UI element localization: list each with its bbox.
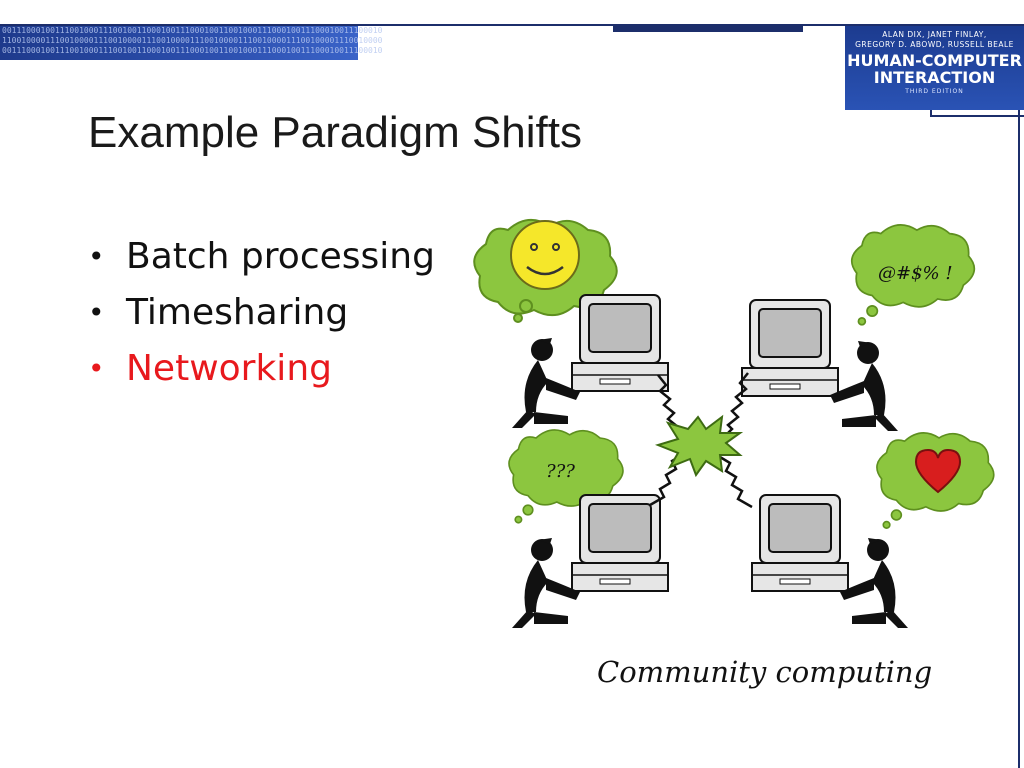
book-title: HUMAN-COMPUTER INTERACTION <box>845 52 1024 86</box>
computer <box>751 494 849 592</box>
bubble-text-confused: ??? <box>546 461 575 482</box>
bullet-item-active: • Networking <box>88 340 435 396</box>
bullet-dot-icon: • <box>88 295 105 329</box>
heart-icon <box>914 448 962 494</box>
book-logo: ALAN DIX, JANET FINLAY, GREGORY D. ABOWD… <box>845 26 1024 110</box>
header-rule <box>0 24 1024 26</box>
book-title-line: HUMAN-COMPUTER <box>847 51 1022 70</box>
book-authors-line: GREGORY D. ABOWD, RUSSELL BEALE <box>855 40 1014 49</box>
computer <box>741 299 839 397</box>
bullet-item: • Batch processing <box>88 228 435 284</box>
header-tab <box>613 26 803 32</box>
bullet-dot-icon: • <box>88 351 105 385</box>
thought-bubble <box>473 218 618 323</box>
person <box>512 538 580 628</box>
bubble-text-swearing: @#$% ! <box>878 263 953 284</box>
network-cable <box>717 372 749 444</box>
bullet-text: Batch processing <box>126 235 435 277</box>
network-hub-icon <box>654 414 744 478</box>
computer <box>571 494 669 592</box>
network-cable <box>719 455 753 509</box>
community-computing-illustration: @#$% ! ??? <box>473 218 995 628</box>
book-edition: THIRD EDITION <box>905 88 964 95</box>
binary-row: 1100100001110010000111001000011100100001… <box>2 36 383 45</box>
smiley-face-icon <box>510 220 580 290</box>
person <box>840 538 908 628</box>
illustration-caption: Community computing <box>597 655 933 689</box>
bullet-text: Networking <box>126 347 332 389</box>
book-authors-line: ALAN DIX, JANET FINLAY, <box>882 30 987 39</box>
person <box>512 338 580 428</box>
computer <box>571 294 669 392</box>
slide-title: Example Paradigm Shifts <box>88 108 582 157</box>
bullet-item: • Timesharing <box>88 284 435 340</box>
thought-bubble <box>508 429 624 524</box>
right-border-rule <box>1018 110 1020 768</box>
binary-row: 0011100010011100100011100100110001001110… <box>2 46 383 55</box>
book-title-line: INTERACTION <box>873 68 996 87</box>
thought-bubble <box>850 224 976 326</box>
bullet-dot-icon: • <box>88 239 105 273</box>
bullet-list: • Batch processing • Timesharing • Networki… <box>88 228 435 396</box>
book-authors: ALAN DIX, JANET FINLAY, GREGORY D. ABOWD… <box>845 30 1024 50</box>
binary-banner: 0011100010011100100011100100110001001110… <box>0 26 383 60</box>
person <box>830 341 898 431</box>
corner-rule <box>930 115 1024 117</box>
thought-bubble <box>876 432 995 529</box>
bullet-text: Timesharing <box>126 291 349 333</box>
corner-rule <box>930 110 932 117</box>
binary-row: 0011100010011100100011100100110001001110… <box>2 26 383 35</box>
